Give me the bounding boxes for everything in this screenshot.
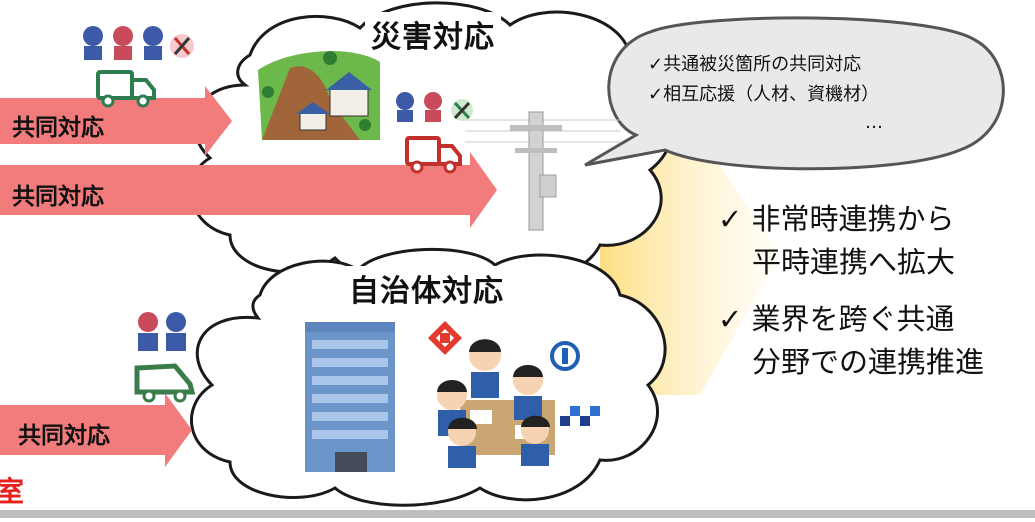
arrow-1 [0,86,232,156]
utility-pole-illustration [465,111,620,231]
green-truck-icon [96,70,156,108]
arrow-1-label: 共同対応 [12,115,104,141]
bubble-line-2: ✓相互応援（人材、資機材） [648,84,880,105]
arrow-3-label: 共同対応 [18,423,110,449]
red-diamond-logo [428,321,462,355]
disaster-cloud-title: 災害対応 [365,12,501,56]
blue-circle-logo [550,341,580,371]
meeting-illustration [437,339,555,468]
right-item-2-line-1: ✓ 業界を跨ぐ共通 [718,302,955,336]
municipal-cloud-title: 自治体対応 [343,266,510,310]
right-item-1-line-1: ✓ 非常時連携から [718,202,955,236]
tools-icon-2 [453,101,471,120]
right-item-2-line-2: 分野での連携推進 [752,345,985,379]
partial-red-text: 室 [0,475,25,508]
bubble-line-1: ✓共通被災箇所の共同対応 [648,54,862,75]
building-illustration [305,322,395,472]
right-item-1-line-2: 平時連携へ拡大 [752,245,956,279]
workers-icon-group-3 [138,312,186,351]
arrow-3 [0,393,192,467]
landslide-illustration [258,51,380,140]
bottom-border [0,510,1035,518]
green-van-icon [134,363,196,403]
tools-icon-1 [173,37,191,55]
arrow-2-label: 共同対応 [12,184,104,210]
blue-checker-logo [560,406,600,426]
workers-icon-group-1 [83,26,194,60]
bubble-line-3: … [865,112,883,133]
arrow-2 [0,152,497,228]
red-truck-icon [405,136,462,174]
speech-bubble [584,16,1005,171]
